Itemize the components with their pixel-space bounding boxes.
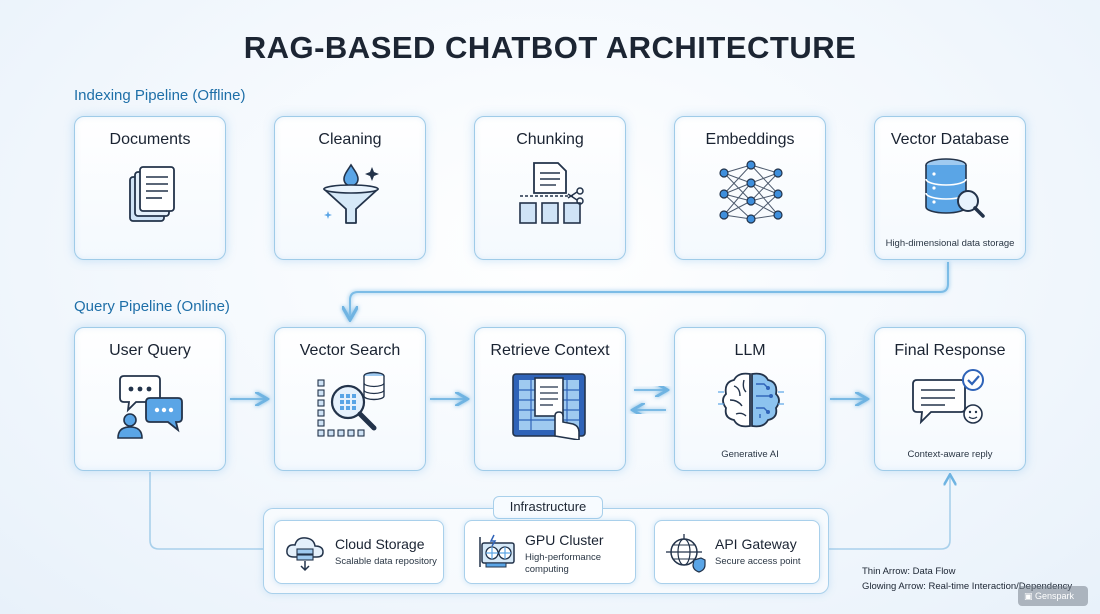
step-chunking[interactable]: Chunking xyxy=(474,116,626,260)
cloud-storage-icon xyxy=(286,537,324,572)
infra-cloud-storage[interactable]: Cloud Storage Scalable data repository xyxy=(274,520,444,584)
step-cleaning[interactable]: Cleaning xyxy=(274,116,426,260)
arrow-infrastructure-finalresponse xyxy=(829,476,950,550)
step-retrieve-context[interactable]: Retrieve Context xyxy=(474,327,626,471)
step-llm[interactable]: LLM Generative AI xyxy=(674,327,826,471)
funnel-icon xyxy=(323,163,379,224)
legend-glowing-arrow: Glowing Arrow: Real-time Interaction/Dep… xyxy=(862,581,1073,592)
step-title: LLM xyxy=(734,342,766,359)
step-title: Embeddings xyxy=(705,131,795,148)
step-title: Cleaning xyxy=(318,131,382,148)
gpu-card-icon xyxy=(479,534,515,568)
step-documents[interactable]: Documents xyxy=(74,116,226,260)
infra-subtitle: Scalable data repository xyxy=(335,556,437,567)
arrow-vectordb-to-vector-search xyxy=(350,262,949,318)
retrieve-document-icon xyxy=(512,373,586,440)
indexing-pipeline-label: Indexing Pipeline (Offline) xyxy=(74,87,246,104)
step-title: Vector Search xyxy=(299,342,401,359)
step-subtitle: High-dimensional data storage xyxy=(885,238,1015,249)
infra-gpu-cluster[interactable]: GPU Cluster High-performance computing xyxy=(464,520,636,584)
vector-search-icon xyxy=(317,371,385,437)
step-title: User Query xyxy=(109,342,191,359)
database-search-icon xyxy=(925,158,985,218)
documents-icon xyxy=(129,166,175,222)
line-userquery-infrastructure xyxy=(149,472,263,550)
infra-subtitle: Secure access point xyxy=(715,556,801,567)
query-pipeline-label: Query Pipeline (Online) xyxy=(74,298,230,315)
step-subtitle: Generative AI xyxy=(721,449,779,460)
step-vector-database[interactable]: Vector Database High-dimensional data st… xyxy=(874,116,1026,260)
chunking-scissors-icon xyxy=(519,162,584,224)
step-final-response[interactable]: Final Response Context-aware reply xyxy=(874,327,1026,471)
watermark-text: Genspark xyxy=(1035,591,1075,601)
step-title: Documents xyxy=(109,131,191,148)
step-embeddings[interactable]: Embeddings xyxy=(674,116,826,260)
page-title: RAG-BASED CHATBOT ARCHITECTURE xyxy=(243,30,857,65)
watermark-logo-icon: ▣ xyxy=(1024,591,1036,601)
infra-title: GPU Cluster xyxy=(525,532,604,548)
infra-api-gateway[interactable]: API Gateway Secure access point xyxy=(654,520,820,584)
step-title: Retrieve Context xyxy=(490,342,610,359)
step-title: Final Response xyxy=(894,342,1006,359)
legend-thin-arrow: Thin Arrow: Data Flow xyxy=(862,566,956,577)
query-arrows xyxy=(230,390,866,410)
globe-shield-icon xyxy=(666,534,706,573)
response-check-icon xyxy=(912,369,984,425)
genspark-watermark: ▣ Genspark xyxy=(1018,586,1088,606)
step-vector-search[interactable]: Vector Search xyxy=(274,327,426,471)
step-title: Chunking xyxy=(516,131,584,148)
chat-user-icon xyxy=(117,375,183,439)
infrastructure-label: Infrastructure xyxy=(493,496,603,519)
step-user-query[interactable]: User Query xyxy=(74,327,226,471)
neural-network-icon xyxy=(719,160,783,224)
infra-title: API Gateway xyxy=(715,536,797,552)
step-title: Vector Database xyxy=(890,131,1010,148)
infra-title: Cloud Storage xyxy=(335,536,425,552)
infra-subtitle: High-performance computing xyxy=(525,552,602,575)
step-subtitle: Context-aware reply xyxy=(907,449,993,460)
brain-circuit-icon xyxy=(718,372,784,428)
